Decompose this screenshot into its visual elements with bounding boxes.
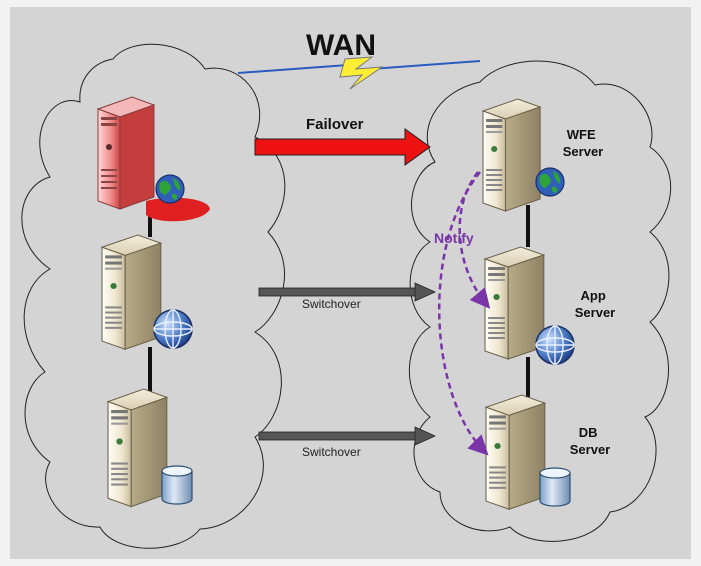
globe-icon xyxy=(535,167,565,197)
switchover-arrow-1 xyxy=(258,282,436,302)
switchover-label-1: Switchover xyxy=(302,297,361,311)
db-server-label: DB Server xyxy=(570,425,610,457)
wan-title: WAN xyxy=(306,29,376,62)
right-site-cloud xyxy=(408,60,672,542)
right-db-server xyxy=(485,394,546,510)
right-wfe-server xyxy=(482,98,541,212)
failover-label: Failover xyxy=(306,116,364,133)
wfe-server-label: WFE Server xyxy=(563,127,603,159)
diagram-canvas: WAN WFE Server Ap xyxy=(10,7,691,559)
globe-icon xyxy=(155,174,185,204)
wan-lightning-icon xyxy=(237,56,481,90)
switchover-arrow-2 xyxy=(258,426,436,446)
wfe-line1: WFE xyxy=(567,127,596,142)
globe-icon xyxy=(153,309,193,349)
left-db-server xyxy=(107,388,168,508)
notify-arrows xyxy=(437,171,491,456)
wfe-line2: Server xyxy=(563,144,603,159)
database-icon xyxy=(539,467,571,507)
database-icon xyxy=(161,465,193,505)
left-wfe-server xyxy=(96,96,210,222)
switchover-label-2: Switchover xyxy=(302,445,361,459)
left-app-server xyxy=(101,234,162,350)
app-server-label: App Server xyxy=(575,288,615,320)
globe-icon xyxy=(535,325,575,365)
right-app-server xyxy=(484,246,545,360)
network-diagram: WAN WFE Server Ap xyxy=(21,29,672,549)
failover-arrow xyxy=(254,128,431,166)
notify-label: Notify xyxy=(434,230,474,246)
